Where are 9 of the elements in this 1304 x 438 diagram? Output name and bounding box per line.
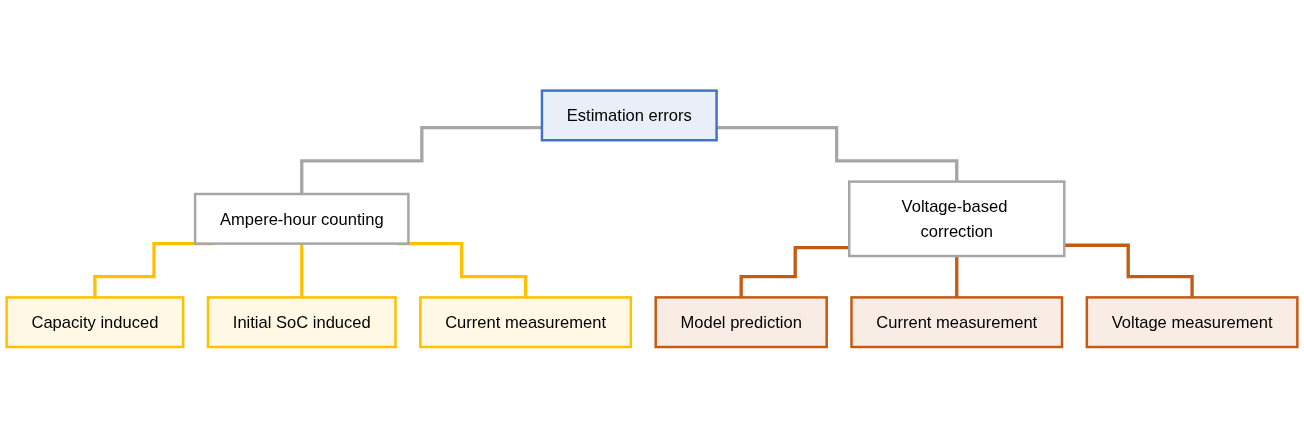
node-box: Voltage measurement [1085,296,1299,349]
node-box: Current measurement [419,296,633,349]
node-box: Ampere-hour counting [193,192,410,246]
node-box: Model prediction [654,296,828,349]
node-box: Capacity induced [5,296,185,349]
node-box: Voltage-based correction [848,180,1066,258]
node-box: Current measurement [850,296,1064,349]
node-box: Estimation errors [540,89,718,142]
node-box: Initial SoC induced [206,296,397,349]
